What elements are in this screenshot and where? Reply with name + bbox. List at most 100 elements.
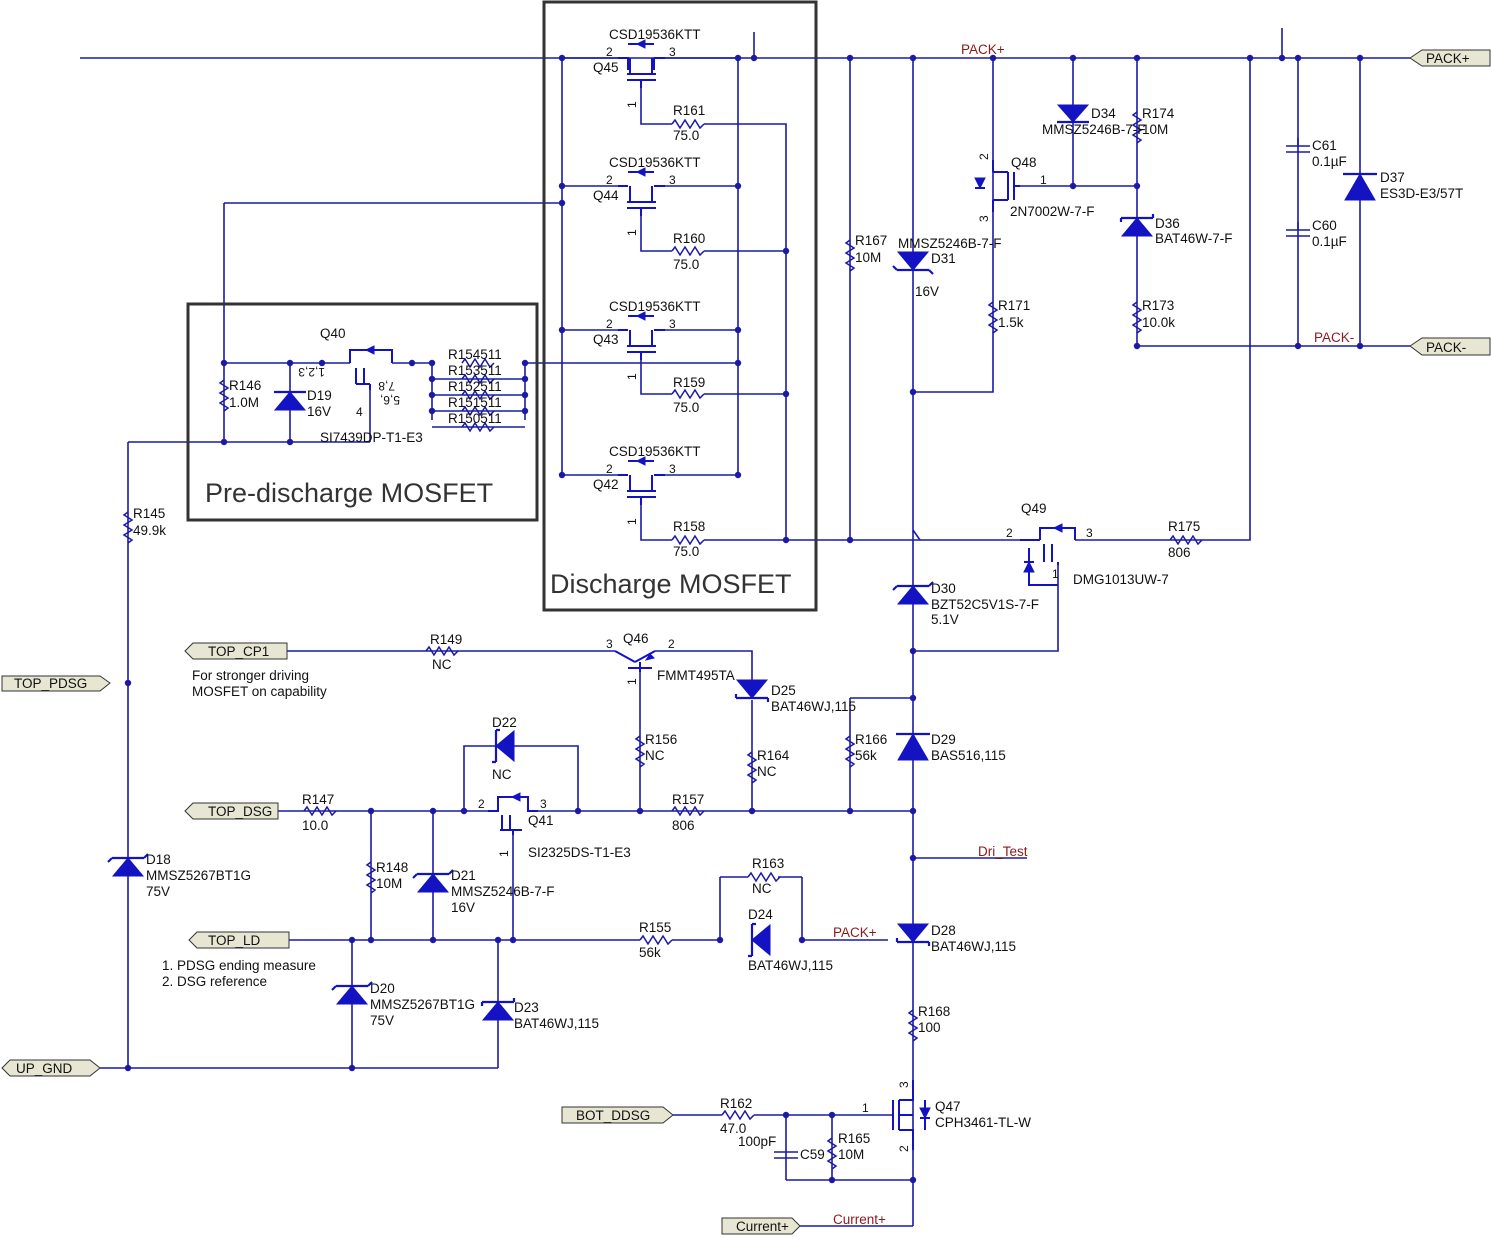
r162-value: 47.0 <box>720 1121 746 1136</box>
r153-resistor <box>461 373 495 385</box>
discharge-box <box>542 0 818 612</box>
r164-value: NC <box>757 764 777 779</box>
d21-value: MMSZ5246B-7-F <box>451 884 555 899</box>
r167-resistor <box>844 239 856 272</box>
pin-q40-78: 7,8 <box>378 379 395 393</box>
r149-ref: R149 <box>430 632 462 647</box>
q43-mosfet <box>618 311 665 360</box>
d29-ref: D29 <box>931 732 956 747</box>
r174-value: 10M <box>1142 122 1168 137</box>
r168-ref: R168 <box>918 1004 950 1019</box>
r164-resistor <box>746 751 758 784</box>
c59-ref: C59 <box>800 1147 825 1162</box>
r156-value: NC <box>645 748 665 763</box>
r174-resistor <box>1131 111 1143 144</box>
pin-q46-1: 1 <box>625 678 639 685</box>
d37-value: ES3D-E3/57T <box>1380 186 1463 201</box>
r157-ref: R157 <box>672 792 704 807</box>
discharge-label: Discharge MOSFET <box>550 569 792 599</box>
r161-resistor <box>671 118 705 130</box>
d21-ref: D21 <box>451 868 476 883</box>
q44-value: CSD19536KTT <box>609 155 701 170</box>
q45-mosfet <box>618 39 665 88</box>
d23-value: BAT46WJ,115 <box>514 1016 599 1031</box>
r168-resistor <box>907 1009 919 1042</box>
r159-value: 75.0 <box>673 400 699 415</box>
pre-discharge-label: Pre-discharge MOSFET <box>205 478 493 508</box>
r162-resistor <box>721 1109 755 1121</box>
pin-q42-2: 2 <box>606 462 613 476</box>
r155-resistor <box>639 934 673 946</box>
r148-resistor <box>365 861 377 894</box>
pin-q42-1: 1 <box>625 518 639 525</box>
port-top-cp1-shape <box>184 642 288 660</box>
d25-value: BAT46WJ,115 <box>771 699 856 714</box>
pin-q49-1: 1 <box>1052 567 1059 581</box>
pin-q43-1: 1 <box>625 373 639 380</box>
pin-q47-2: 2 <box>897 1145 911 1152</box>
pin-q46-2: 2 <box>668 637 675 651</box>
transistors <box>349 39 1076 1150</box>
port-pack-plus-shape <box>1409 49 1491 67</box>
r161-ref: R161 <box>673 103 705 118</box>
r145-value: 49.9k <box>133 523 166 538</box>
c61-ref: C61 <box>1312 138 1337 153</box>
note-ld-line2: 2. DSG reference <box>162 974 267 989</box>
r157-resistor <box>671 805 705 817</box>
r175-resistor <box>1169 534 1203 546</box>
port-top-dsg-shape <box>184 802 279 820</box>
q45-value: CSD19536KTT <box>609 27 701 42</box>
pin-q45-3: 3 <box>669 45 676 59</box>
r148-ref: R148 <box>376 860 408 875</box>
d19-value: 16V <box>307 404 331 419</box>
r165-resistor <box>826 1137 838 1170</box>
d18-value2: 75V <box>146 884 170 899</box>
q42-value: CSD19536KTT <box>609 444 701 459</box>
pin-q40-123: 1,2,3 <box>298 365 325 379</box>
c60-value: 0.1µF <box>1312 234 1347 249</box>
r166-ref: R166 <box>855 732 887 747</box>
r152-resistor <box>461 389 495 401</box>
q46-bjt <box>614 650 656 672</box>
d30-ref: D30 <box>931 581 956 596</box>
pin-q44-3: 3 <box>669 173 676 187</box>
d31-value: MMSZ5246B-7-F <box>898 236 1002 251</box>
q47-value: CPH3461-TL-W <box>935 1115 1031 1130</box>
pin-q47-1: 1 <box>862 1101 869 1115</box>
q40-value: SI7439DP-T1-E3 <box>320 430 423 445</box>
note-cp1-line1: For stronger driving <box>192 668 309 683</box>
r161-value: 75.0 <box>673 128 699 143</box>
d18-ref: D18 <box>146 852 171 867</box>
pin-q49-3: 3 <box>1086 526 1093 540</box>
q44-ref: Q44 <box>593 188 619 203</box>
d34-ref: D34 <box>1091 106 1116 121</box>
d37-ref: D37 <box>1380 170 1405 185</box>
ports: PACK+ PACK- TOP_PDSG TOP_CP1 TOP_DSG TOP… <box>1 49 1491 1235</box>
r145-resistor <box>122 511 134 544</box>
net-pack-plus-top: PACK+ <box>961 42 1005 57</box>
net-pack-plus-d24: PACK+ <box>833 925 877 940</box>
r160-value: 75.0 <box>673 257 699 272</box>
r167-ref: R167 <box>855 233 887 248</box>
notes: For stronger driving MOSFET on capabilit… <box>162 668 327 989</box>
r158-ref: R158 <box>673 519 705 534</box>
r163-value: NC <box>752 881 772 896</box>
r158-resistor <box>671 534 705 546</box>
pin-q46-3: 3 <box>606 637 613 651</box>
pin-q43-3: 3 <box>669 317 676 331</box>
q49-ref: Q49 <box>1021 501 1047 516</box>
port-up-gnd-shape <box>1 1059 101 1077</box>
r150-label: R150511 <box>448 411 502 426</box>
d24-value: BAT46WJ,115 <box>748 958 833 973</box>
r171-ref: R171 <box>998 298 1030 313</box>
port-top-dsg: TOP_DSG <box>208 804 272 819</box>
r159-resistor <box>671 388 705 400</box>
r158-value: 75.0 <box>673 544 699 559</box>
r151-ref: R151 <box>448 395 480 410</box>
port-top-ld-shape <box>188 931 290 949</box>
r153-ref: R153 <box>448 363 480 378</box>
d31-value2: 16V <box>915 284 939 299</box>
q48-ref: Q48 <box>1011 155 1037 170</box>
q46-value: FMMT495TA <box>657 668 735 683</box>
